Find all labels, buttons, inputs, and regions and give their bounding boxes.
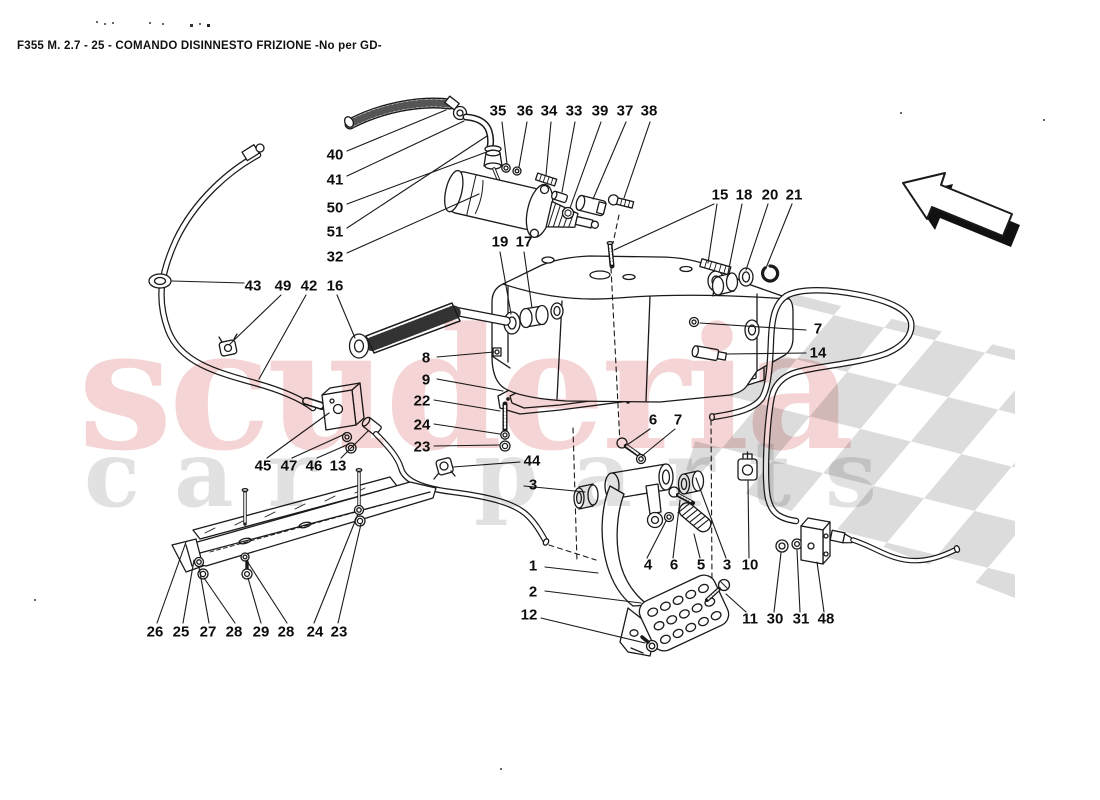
part-callout-15: 15 bbox=[711, 186, 729, 204]
reservoir-hose bbox=[343, 97, 456, 130]
part-callout-7: 7 bbox=[813, 320, 823, 338]
part-callout-1: 1 bbox=[528, 557, 538, 575]
part-callout-36: 36 bbox=[516, 102, 534, 120]
part-callout-30: 30 bbox=[766, 610, 784, 628]
part-callout-41: 41 bbox=[326, 171, 344, 189]
junction-block bbox=[302, 382, 382, 454]
leader-lines bbox=[156, 109, 825, 644]
part-callout-45: 45 bbox=[254, 457, 272, 475]
part-callout-19: 19 bbox=[491, 233, 509, 251]
direction-arrow bbox=[902, 172, 1020, 247]
pedal-assembly bbox=[573, 437, 731, 657]
pipe-clip-44 bbox=[433, 457, 456, 480]
part-callout-21: 21 bbox=[785, 186, 803, 204]
part-callout-3: 3 bbox=[722, 556, 732, 574]
part-callout-18: 18 bbox=[735, 186, 753, 204]
part-callout-3: 3 bbox=[528, 476, 538, 494]
part-callout-23: 23 bbox=[413, 438, 431, 456]
part-callout-44: 44 bbox=[523, 452, 541, 470]
part-callout-14: 14 bbox=[809, 344, 827, 362]
clutch-pipe-loop bbox=[708, 287, 915, 525]
scan-specks bbox=[34, 21, 1045, 770]
part-callout-51: 51 bbox=[326, 223, 344, 241]
part-callout-38: 38 bbox=[640, 102, 658, 120]
master-cylinder-small-parts bbox=[534, 172, 635, 244]
part-callout-29: 29 bbox=[252, 623, 270, 641]
part-callout-24: 24 bbox=[413, 416, 431, 434]
part-callout-39: 39 bbox=[591, 102, 609, 120]
part-callout-23: 23 bbox=[330, 623, 348, 641]
part-callout-46: 46 bbox=[305, 457, 323, 475]
part-callout-28: 28 bbox=[277, 623, 295, 641]
part-callout-50: 50 bbox=[326, 199, 344, 217]
support-bracket bbox=[171, 467, 437, 580]
part-callout-24: 24 bbox=[306, 623, 324, 641]
union-block bbox=[775, 517, 961, 565]
part-callout-40: 40 bbox=[326, 146, 344, 164]
part-callout-34: 34 bbox=[540, 102, 558, 120]
part-callout-28: 28 bbox=[225, 623, 243, 641]
part-callout-11: 11 bbox=[742, 610, 758, 628]
part-callout-43: 43 bbox=[244, 277, 262, 295]
banjo-elbow-fitting bbox=[444, 95, 495, 151]
master-cylinder bbox=[444, 163, 600, 239]
part-callout-27: 27 bbox=[199, 623, 217, 641]
part-callout-25: 25 bbox=[172, 623, 190, 641]
part-callout-35: 35 bbox=[489, 102, 507, 120]
page-title: F355 M. 2.7 - 25 - COMANDO DISINNESTO FR… bbox=[17, 40, 382, 52]
part-callout-6: 6 bbox=[669, 556, 679, 574]
part-callout-26: 26 bbox=[146, 623, 164, 641]
part-callout-31: 31 bbox=[792, 610, 810, 628]
part-callout-9: 9 bbox=[421, 371, 431, 389]
part-callout-17: 17 bbox=[515, 233, 533, 251]
part-callout-10: 10 bbox=[741, 556, 759, 574]
part-callout-32: 32 bbox=[326, 248, 344, 266]
part-callout-2: 2 bbox=[528, 583, 538, 601]
part-callout-16: 16 bbox=[326, 277, 344, 295]
part-callout-4: 4 bbox=[643, 556, 653, 574]
pedal-pipe bbox=[373, 431, 597, 561]
part-callout-12: 12 bbox=[520, 606, 538, 624]
part-callout-48: 48 bbox=[817, 610, 835, 628]
part-callout-13: 13 bbox=[329, 457, 347, 475]
part-callout-8: 8 bbox=[421, 349, 431, 367]
part-callout-5: 5 bbox=[696, 556, 706, 574]
part-callout-7: 7 bbox=[673, 411, 683, 429]
part-callout-47: 47 bbox=[280, 457, 298, 475]
part-callout-20: 20 bbox=[761, 186, 779, 204]
splined-shaft bbox=[348, 302, 511, 359]
part-callout-33: 33 bbox=[565, 102, 583, 120]
part-callout-22: 22 bbox=[413, 392, 431, 410]
part-callout-42: 42 bbox=[300, 277, 318, 295]
part-callout-49: 49 bbox=[274, 277, 292, 295]
left-hydraulic-pipe bbox=[148, 143, 317, 412]
part-callout-37: 37 bbox=[616, 102, 634, 120]
part-callout-6: 6 bbox=[648, 411, 658, 429]
pipe-clip-49 bbox=[218, 333, 238, 357]
stud-washer-nut-stack bbox=[499, 401, 511, 452]
pipe-clip-10 bbox=[737, 451, 758, 481]
